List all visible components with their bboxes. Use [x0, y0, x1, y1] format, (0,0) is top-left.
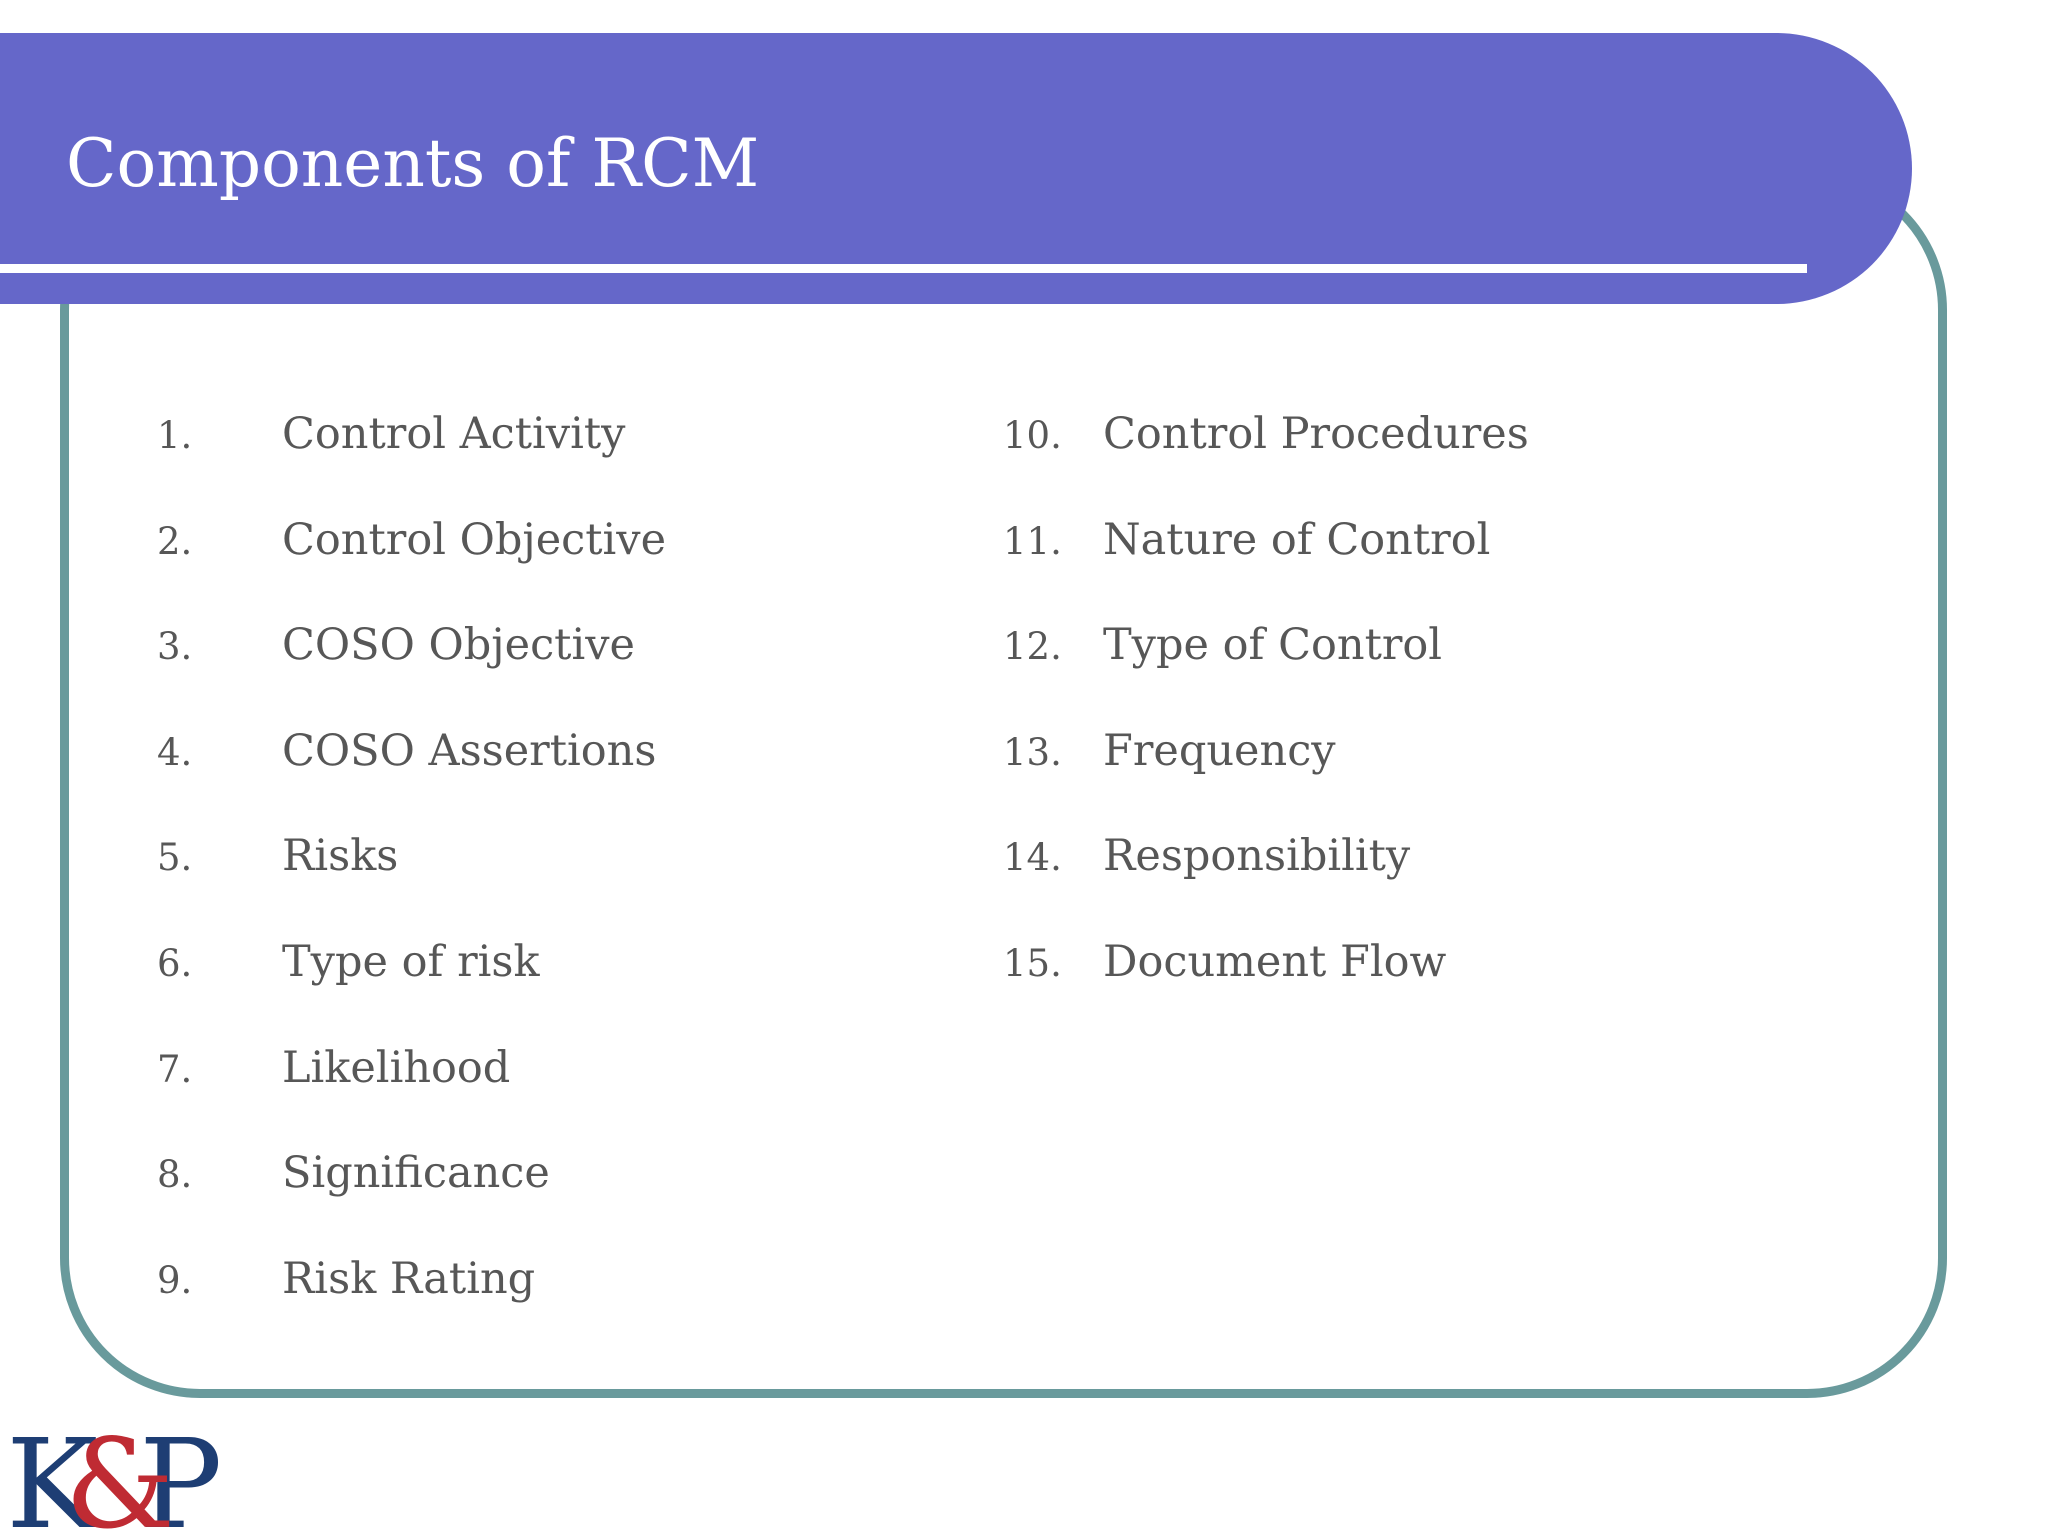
list-item-number: 8. — [157, 1153, 193, 1197]
kp-logo: K&P — [6, 1423, 222, 1536]
list-item-number: 6. — [157, 941, 193, 985]
list-item: 5. Risks — [157, 804, 666, 910]
list-item-label: Risks — [282, 831, 399, 882]
list-right-column: 10. Control Procedures 11. Nature of Contr… — [1003, 382, 1529, 1016]
list-item: 6. Type of risk — [157, 910, 666, 1016]
logo-ampersand: & — [64, 1413, 176, 1536]
banner-underline — [0, 264, 1807, 273]
list-item: 4. COSO Assertions — [157, 699, 666, 805]
list-item-label: Type of Control — [1103, 620, 1443, 671]
list-item-number: 12. — [1003, 625, 1062, 669]
list-item-number: 2. — [157, 519, 193, 563]
title-banner — [0, 33, 1912, 304]
list-item: 9. Risk Rating — [157, 1227, 666, 1333]
list-item-label: Nature of Control — [1103, 514, 1491, 565]
list-item-number: 1. — [157, 414, 193, 457]
list-item-label: COSO Objective — [282, 620, 635, 671]
list-item-label: Control Procedures — [1103, 409, 1529, 459]
logo-letter-k: K — [6, 1413, 99, 1536]
list-item-label: Likelihood — [282, 1042, 511, 1093]
list-item-number: 11. — [1003, 519, 1062, 563]
list-item-label: Responsibility — [1103, 831, 1411, 882]
list-item-label: Risk Rating — [282, 1253, 536, 1304]
list-item-number: 15. — [1003, 941, 1062, 985]
list-item-number: 5. — [157, 836, 193, 880]
list-item: 14. Responsibility — [1003, 804, 1529, 910]
list-item: 15. Document Flow — [1003, 910, 1529, 1016]
list-item-label: Frequency — [1103, 725, 1336, 776]
list-item-label: Control Objective — [282, 514, 667, 565]
list-item: 11. Nature of Control — [1003, 488, 1529, 594]
list-item-number: 14. — [1003, 836, 1062, 880]
page-title: Components of RCM — [66, 125, 760, 202]
list-item: 2. Control Objective — [157, 488, 666, 594]
list-item: 7. Likelihood — [157, 1016, 666, 1122]
list-item: 12. Type of Control — [1003, 593, 1529, 699]
list-item-label: COSO Assertions — [282, 725, 657, 776]
list-left-column: 1. Control Activity 2. Control Objective 3… — [157, 382, 666, 1332]
list-item-label: Control Activity — [282, 409, 626, 459]
list-item-label: Significance — [282, 1148, 550, 1199]
list-item-label: Type of risk — [282, 936, 540, 987]
list-item-number: 3. — [157, 625, 193, 669]
list-item: 10. Control Procedures — [1003, 382, 1529, 488]
list-item-number: 4. — [157, 730, 193, 774]
logo-letter-p: P — [139, 1413, 223, 1536]
list-item: 13. Frequency — [1003, 699, 1529, 805]
list-item-number: 10. — [1003, 414, 1062, 457]
list-item-number: 13. — [1003, 730, 1062, 774]
list-item: 3. COSO Objective — [157, 593, 666, 699]
list-item: 1. Control Activity — [157, 382, 666, 488]
list-item-label: Document Flow — [1103, 936, 1447, 987]
list-item-number: 7. — [157, 1047, 193, 1091]
list-item-number: 9. — [157, 1258, 193, 1302]
list-item: 8. Significance — [157, 1121, 666, 1227]
